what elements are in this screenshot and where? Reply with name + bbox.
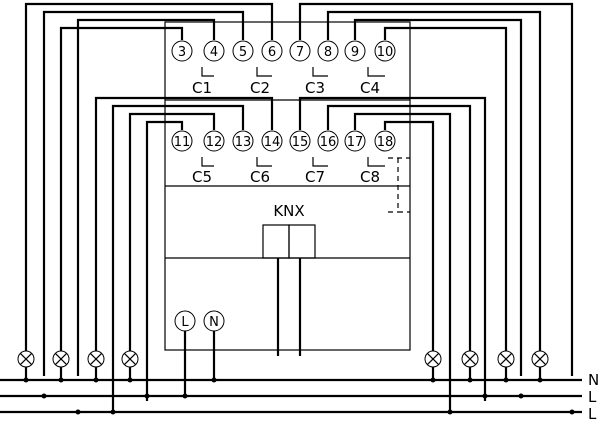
power-terminals: L N — [174, 310, 225, 332]
terminal: 7 — [289, 40, 311, 62]
junction-dots — [23, 377, 575, 415]
svg-text:6: 6 — [268, 45, 276, 60]
svg-text:8: 8 — [324, 45, 332, 60]
svg-text:12: 12 — [206, 135, 223, 150]
supply-buses — [0, 378, 582, 414]
lamp-neutral-wires — [24, 365, 542, 380]
svg-text:9: 9 — [351, 45, 359, 60]
terminal-row-bottom: 11 12 13 14 15 16 17 18 — [171, 130, 396, 152]
terminal: 17 — [344, 130, 366, 152]
svg-text:5: 5 — [239, 45, 247, 60]
terminal: 13 — [232, 130, 254, 152]
svg-text:3: 3 — [178, 45, 186, 60]
terminal: 3 — [171, 40, 193, 62]
terminal-l: L — [174, 310, 196, 332]
channel-label: C7 — [305, 168, 325, 186]
svg-text:14: 14 — [264, 135, 281, 150]
terminal: 15 — [289, 130, 311, 152]
terminal: 18 — [374, 130, 396, 152]
terminal: 14 — [261, 130, 283, 152]
knx-label: KNX — [273, 202, 304, 220]
bottom-output-wires — [94, 96, 487, 414]
svg-text:4: 4 — [210, 45, 218, 60]
terminal: 8 — [317, 40, 339, 62]
svg-text:7: 7 — [296, 45, 304, 60]
terminal: 6 — [261, 40, 283, 62]
terminal: 12 — [203, 130, 225, 152]
svg-text:18: 18 — [377, 135, 394, 150]
svg-text:L: L — [181, 315, 189, 330]
channel-label: C4 — [360, 79, 380, 97]
terminal: 11 — [171, 130, 193, 152]
channel-label: C5 — [192, 168, 212, 186]
channel-label: C1 — [192, 79, 212, 97]
terminal: 16 — [317, 130, 339, 152]
channel-label: C3 — [305, 79, 325, 97]
bus-labels: N L L — [588, 371, 599, 423]
channel-labels-top: C1 C2 C3 C4 — [192, 79, 380, 97]
channel-label: C2 — [250, 79, 270, 97]
terminal: 5 — [232, 40, 254, 62]
channel-label: C8 — [360, 168, 380, 186]
knx-connector — [262, 224, 316, 259]
terminal-n: N — [203, 310, 225, 332]
terminal: 4 — [203, 40, 225, 62]
top-output-wires — [24, 2, 574, 376]
svg-text:10: 10 — [377, 45, 394, 60]
svg-text:15: 15 — [292, 135, 309, 150]
svg-text:17: 17 — [347, 135, 364, 150]
terminal: 9 — [344, 40, 366, 62]
relay-contact-icon — [201, 67, 410, 213]
supply-wires — [183, 258, 302, 396]
svg-text:13: 13 — [235, 135, 252, 150]
lamp-icon — [17, 350, 549, 368]
svg-text:N: N — [209, 315, 219, 330]
channel-labels-bottom: C5 C6 C7 C8 — [192, 168, 380, 186]
terminal: 10 — [374, 40, 396, 62]
bus-label-n: N — [588, 371, 599, 389]
terminal-row-top: 3 4 5 6 7 8 9 10 — [171, 40, 396, 62]
bus-label-l2: L — [588, 405, 597, 423]
bus-label-l1: L — [588, 388, 597, 406]
svg-text:11: 11 — [174, 135, 191, 150]
channel-label: C6 — [250, 168, 270, 186]
svg-text:16: 16 — [320, 135, 337, 150]
